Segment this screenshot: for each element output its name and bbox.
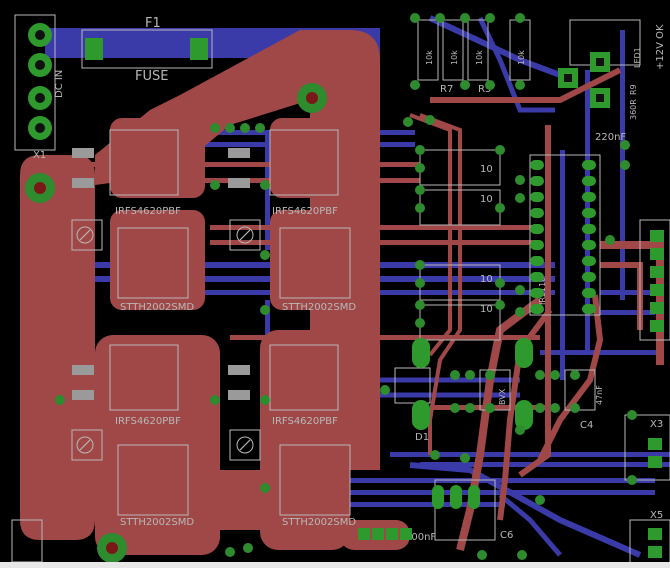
- resistor-10k-3: 10k: [475, 50, 484, 65]
- status-strip: [0, 562, 670, 568]
- resistor-10k-2: 10k: [450, 50, 459, 65]
- diode-label-4: STTH2002SMD: [282, 517, 356, 528]
- resistor-r5-label: R5: [478, 84, 491, 95]
- cap-100nf-label: 100nF: [405, 532, 436, 543]
- dc-connector-pads[interactable]: [28, 23, 52, 140]
- header-pads-bottom[interactable]: [358, 528, 412, 540]
- r9-value-label: 360R: [629, 99, 638, 120]
- mosfet-label-2: IRFS4620PBF: [272, 206, 338, 217]
- led-ref-label: LED1: [633, 47, 642, 68]
- diode-label-3: STTH2002SMD: [120, 517, 194, 528]
- cap-c4-label: C4: [580, 420, 593, 431]
- mosfet-label-1: IRFS4620PBF: [115, 206, 181, 217]
- mounting-holes[interactable]: [25, 83, 327, 563]
- header-pads-right[interactable]: [648, 230, 664, 558]
- ic-pads[interactable]: [530, 160, 596, 314]
- screw-slot-icon: [239, 229, 251, 241]
- cap-c6-label: C6: [500, 530, 513, 541]
- fuse-pads[interactable]: [85, 38, 208, 60]
- small-vias[interactable]: [55, 13, 637, 560]
- pads-and-vias: [25, 13, 664, 563]
- connector-x5-label: X5: [650, 510, 663, 521]
- fuse-ref-label: F1: [145, 16, 161, 31]
- diode-d1-label: D1: [415, 432, 429, 443]
- fuse-value-label: FUSE: [135, 69, 168, 84]
- cap-220nf-label: 220nF: [595, 132, 626, 143]
- mosfet-label-4: IRFS4620PBF: [272, 416, 338, 427]
- r9-ref-label: R9: [629, 84, 638, 95]
- silkscreen-text: F1 FUSE DC IN X1 IRFS4620PBF IRFS4620PBF…: [33, 16, 666, 543]
- diode-label-2: STTH2002SMD: [282, 302, 356, 313]
- mosfet-label-3: IRFS4620PBF: [115, 416, 181, 427]
- screw-slot-icon: [79, 229, 91, 241]
- cap-47nf-label: 47nF: [595, 385, 604, 405]
- cap-oval-pads[interactable]: [412, 338, 533, 509]
- resistor-10-2: 10: [480, 194, 493, 205]
- resistor-10k-1: 10k: [425, 50, 434, 65]
- led-ok-label: +12V OK: [655, 24, 666, 70]
- transistor-pads[interactable]: [72, 148, 250, 400]
- connector-x3-label: X3: [650, 419, 663, 430]
- resistor-r7-label: R7: [440, 84, 453, 95]
- resistor-10k-4: 10k: [517, 50, 526, 65]
- dc-in-label: DC IN: [54, 70, 65, 98]
- ic-bvx-label: BVX: [498, 388, 507, 405]
- screw-slot-icon: [239, 439, 251, 451]
- resistor-10-1: 10: [480, 164, 493, 175]
- top-copper-layer: [20, 30, 664, 555]
- led-pads[interactable]: [558, 52, 610, 108]
- diode-label-1: STTH2002SMD: [120, 302, 194, 313]
- resistor-10-3: 10: [480, 274, 493, 285]
- screw-slot-icon: [79, 439, 91, 451]
- resistor-10-4: 10: [480, 304, 493, 315]
- connector-x1-label: X1: [33, 150, 46, 161]
- screw-marker-icons: [79, 229, 251, 451]
